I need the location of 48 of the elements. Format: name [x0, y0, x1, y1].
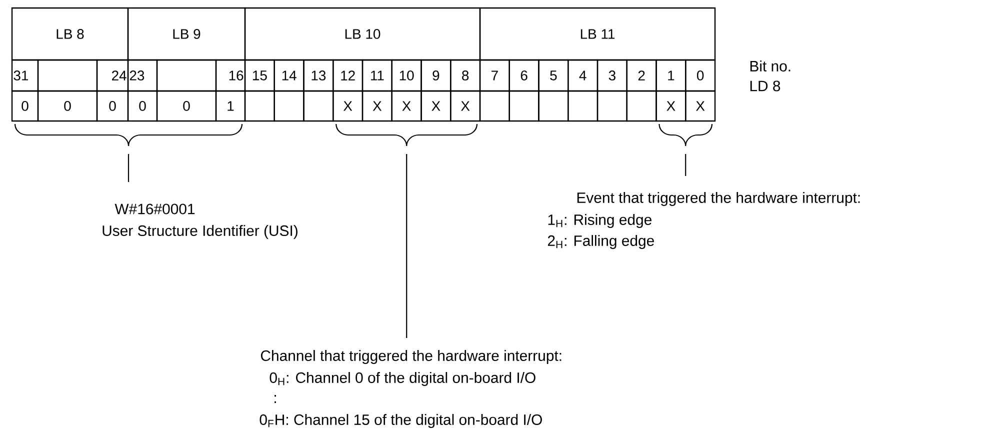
- table-cell: 4: [568, 59, 598, 92]
- table-cell: X: [332, 90, 364, 122]
- table-cell: LB 9: [127, 7, 246, 61]
- table-cell: 2: [626, 59, 657, 92]
- table-cell: 0: [127, 90, 158, 122]
- table-cell: 14: [274, 59, 304, 92]
- table-cell: 0: [156, 90, 217, 122]
- table-cell: 0: [37, 90, 98, 122]
- table-cell: 24: [96, 59, 129, 92]
- note-text: :: [274, 395, 276, 403]
- note-text: W#16#0001: [114, 204, 195, 214]
- table-cell: 11: [362, 59, 392, 92]
- table-cell: 3: [596, 59, 628, 92]
- table-cell: 23: [127, 59, 158, 92]
- table-cell: X: [420, 90, 452, 122]
- table-cell: X: [685, 90, 716, 122]
- table-cell: 31: [11, 59, 39, 92]
- table-cell: 8: [450, 59, 481, 92]
- table-cell: 10: [391, 59, 422, 92]
- table-cell: 16: [215, 59, 246, 92]
- table-cell: LB 8: [11, 7, 129, 61]
- table-cell: 0: [11, 90, 39, 122]
- table-cell: LB 11: [479, 7, 716, 61]
- table-cell: 13: [303, 59, 334, 92]
- table-cell: 0: [685, 59, 716, 92]
- table-cell: 12: [332, 59, 364, 92]
- note-text: LD 8: [750, 80, 780, 92]
- table-cell: 1: [656, 59, 686, 92]
- note-text: 2$_{H}$: Falling edge: [548, 235, 654, 249]
- table-cell: X: [450, 90, 481, 122]
- table-cell: LB 10: [244, 7, 481, 61]
- note-text: Channel that triggered the hardware interrupt:: [260, 350, 562, 364]
- table-cell: 1: [215, 90, 246, 122]
- table-cell: X: [362, 90, 392, 122]
- note-text: 0$_{H}$: Channel 0 of the digital on-board I/O: [270, 372, 536, 386]
- table-cell: 6: [508, 59, 540, 92]
- table-cell: X: [391, 90, 422, 122]
- note-text: 1$_{H}$: Rising edge: [548, 214, 652, 228]
- table-cell: 15: [244, 59, 275, 92]
- table-cell: 9: [420, 59, 452, 92]
- note-text: 0$_{F}$H: Channel 15 of the digital on-board I/O: [260, 414, 542, 428]
- note-text: User Structure Identifier (USI): [102, 225, 298, 239]
- note-text: Event that triggered the hardware interrupt:: [577, 192, 860, 206]
- note-text: Bit no.: [750, 60, 790, 72]
- table-cell: 0: [96, 90, 129, 122]
- table-cell: X: [656, 90, 686, 122]
- table-cell: 7: [479, 59, 510, 92]
- table-cell: 5: [538, 59, 569, 92]
